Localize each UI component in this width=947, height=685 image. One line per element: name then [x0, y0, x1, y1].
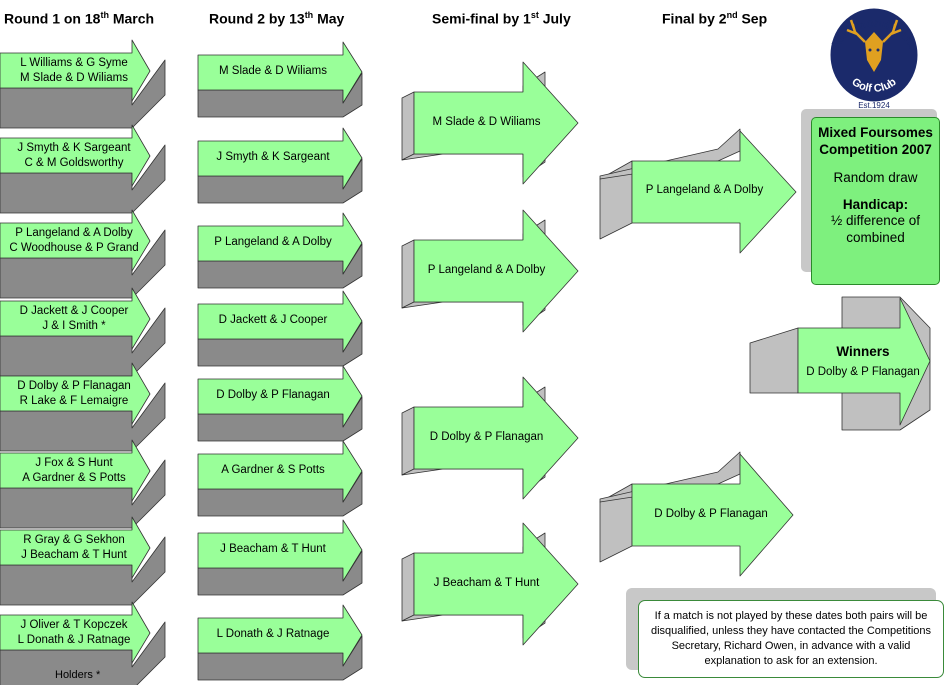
final-match-1: P Langeland & A Dolby	[645, 183, 764, 196]
round2-match-6: A Gardner & S Potts	[221, 463, 325, 476]
semi-arrow-3	[413, 376, 579, 500]
header-semi-final: Semi-final by 1st July	[432, 10, 571, 27]
semi-arrow-2-side	[401, 239, 415, 309]
round2-match-7: J Beacham & T Hunt	[220, 542, 326, 555]
round2-match-1: M Slade & D Wiliams	[219, 64, 327, 77]
semi-match-3: D Dolby & P Flanagan	[429, 430, 544, 443]
disqualification-note: If a match is not played by these dates …	[638, 600, 944, 678]
semi-arrow-1	[413, 61, 579, 185]
logo-bottom-text: Golf Club	[849, 76, 898, 95]
header-round1: Round 1 on 18th March	[4, 10, 155, 27]
logo-est-text: Est.1924	[858, 101, 890, 110]
round2-match-5: D Dolby & P Flanagan	[216, 388, 330, 401]
semi-arrow-3-side	[401, 406, 415, 476]
winners-arrow	[797, 297, 931, 426]
holders-footnote: Holders *	[55, 669, 101, 681]
round1-arrow-5	[0, 362, 151, 425]
draw-type: Random draw	[833, 170, 918, 185]
semi-arrow-4	[413, 522, 579, 646]
round1-arrow-4	[0, 287, 151, 350]
round1-arrow-7	[0, 516, 151, 579]
round2-arrow-1	[197, 41, 363, 104]
winners-box: Winners D Dolby & P Flanagan	[798, 337, 928, 387]
semi-match-1: M Slade & D Wiliams	[432, 115, 541, 128]
header-round2: Round 2 by 13th May	[209, 10, 345, 27]
semi-arrow-4-side	[401, 552, 415, 622]
round2-arrow-8	[197, 604, 363, 667]
final-arrow-1	[631, 130, 797, 254]
round1-arrow-1	[0, 39, 151, 102]
semi-arrow-2	[413, 209, 579, 333]
stag-icon	[846, 19, 902, 72]
winners-arrow-side	[749, 327, 799, 394]
semi-match-4: J Beacham & T Hunt	[433, 576, 540, 589]
round2-match-4: D Jackett & J Cooper	[218, 313, 328, 326]
winners-name: D Dolby & P Flanagan	[806, 366, 920, 378]
round2-arrow-6	[197, 440, 363, 503]
round2-arrow-3	[197, 212, 363, 275]
final-arrow-2	[631, 453, 794, 577]
round2-arrow-5	[197, 365, 363, 428]
round2-arrow-7	[197, 519, 363, 582]
round2-match-8: L Donath & J Ratnage	[216, 627, 330, 640]
round2-match-2: J Smyth & K Sargeant	[216, 150, 330, 163]
header-final: Final by 2nd Sep	[662, 10, 768, 27]
round2-arrow-2	[197, 127, 363, 190]
final-match-2: D Dolby & P Flanagan	[654, 507, 768, 520]
round1-arrow-3	[0, 209, 151, 272]
winners-title: Winners	[836, 344, 890, 359]
round2-arrow-4	[197, 290, 363, 353]
semi-match-2: P Langeland & A Dolby	[427, 263, 546, 276]
round1-arrow-8	[0, 601, 151, 664]
round1-arrow-2	[0, 124, 151, 187]
round1-arrow-6	[0, 439, 151, 502]
handicap-title: Handicap:	[842, 197, 909, 212]
semi-arrow-1-side	[401, 91, 415, 161]
round2-match-3: P Langeland & A Dolby	[214, 235, 332, 248]
club-logo: Richmond Park Golf Club Est.1924	[829, 7, 919, 110]
